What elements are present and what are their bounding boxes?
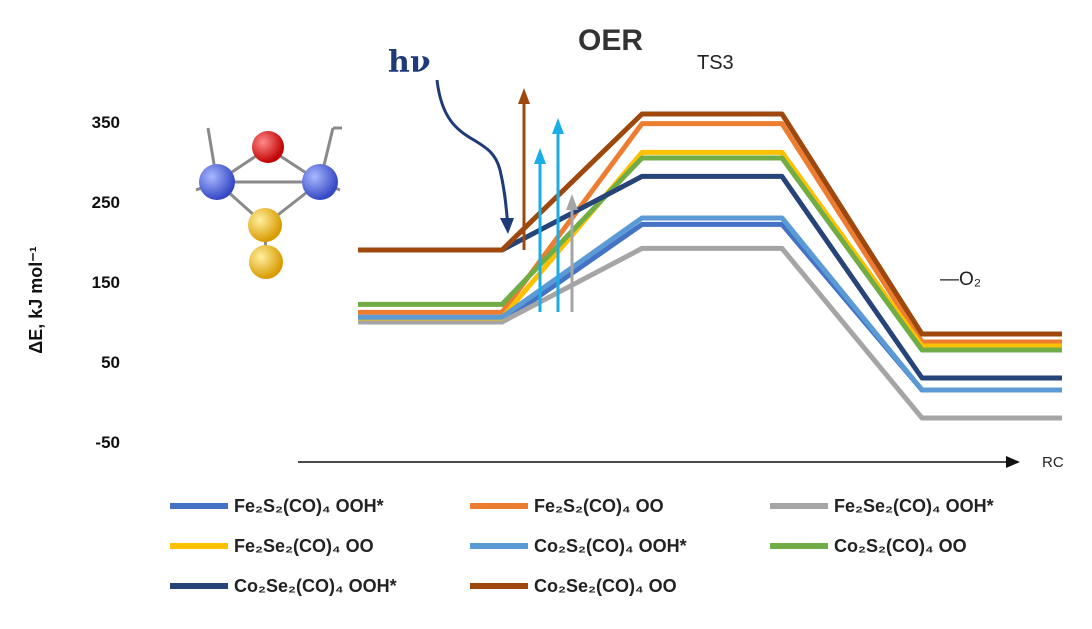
series-lines <box>358 111 1062 421</box>
o2-label: —O₂ <box>940 269 981 290</box>
legend-label: Fe₂Se₂(CO)₄ OOH* <box>834 496 994 516</box>
x-axis <box>298 456 1020 468</box>
molecule-structure-icon <box>195 126 342 279</box>
legend-label: Fe₂S₂(CO)₄ OOH* <box>234 496 384 516</box>
legend: Fe₂S₂(CO)₄ OOH* Fe₂S₂(CO)₄ OO Fe₂Se₂(CO)₄ … <box>170 496 994 596</box>
x-axis-label: RC <box>1042 454 1064 471</box>
y-tick-label: 350 <box>92 113 120 132</box>
legend-label: Co₂S₂(CO)₄ OOH* <box>534 536 687 556</box>
ts3-label: TS3 <box>697 52 734 74</box>
legend-label: Co₂Se₂(CO)₄ OO <box>534 576 677 596</box>
y-tick-label: -50 <box>95 433 120 452</box>
legend-label: Fe₂S₂(CO)₄ OO <box>534 496 664 516</box>
legend-label: Co₂S₂(CO)₄ OO <box>834 536 967 556</box>
y-tick-label: 250 <box>92 193 120 212</box>
series-line <box>358 245 1062 421</box>
hv-arrow-icon <box>435 79 514 234</box>
legend-label: Co₂Se₂(CO)₄ OOH* <box>234 576 397 596</box>
series-line <box>358 155 1062 353</box>
y-axis-label: ΔE, kJ mol⁻¹ <box>26 246 46 353</box>
series-line <box>358 121 1062 345</box>
y-tick-label: 50 <box>101 353 120 372</box>
series-line <box>358 111 1062 337</box>
y-tick-labels: 350 250 150 50 -50 <box>92 113 120 452</box>
y-tick-label: 150 <box>92 273 120 292</box>
chart-title: OER <box>578 24 643 57</box>
legend-label: Fe₂Se₂(CO)₄ OO <box>234 536 374 556</box>
hv-label: hν <box>388 45 431 80</box>
series-line <box>358 215 1062 393</box>
excitation-arrows-icon <box>518 88 578 312</box>
